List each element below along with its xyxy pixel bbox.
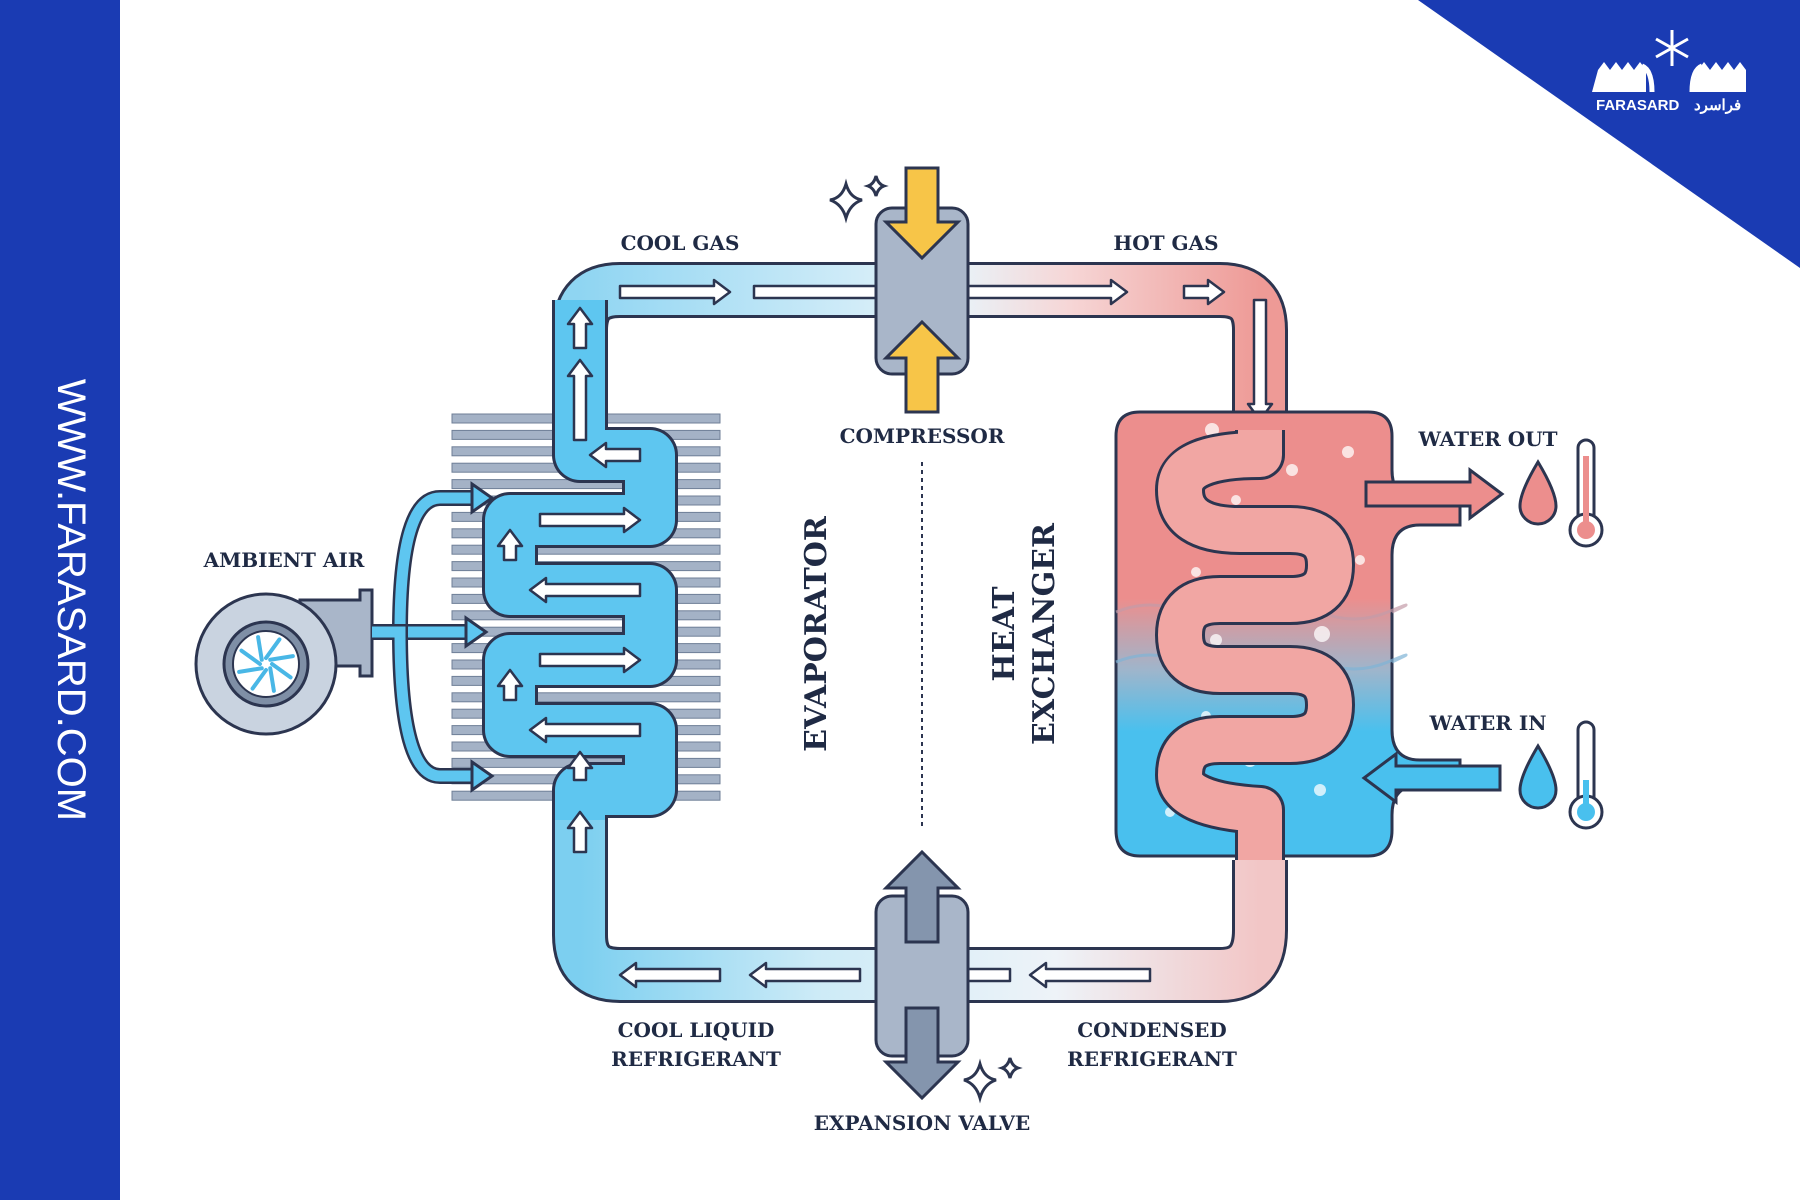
label-compressor: COMPRESSOR [840,424,1005,448]
sidebar-url: WWW.FARASARD.COM [49,379,93,821]
compressor-up-arrow-icon [882,319,962,414]
flow-arrow-icon [566,306,594,350]
label-condensed-2: REFRIGERANT [1067,1047,1237,1071]
air-arrow-icon [464,615,489,649]
heat-exchanger-coil [1155,430,1355,860]
bubble [1314,626,1330,642]
fan-blade [239,648,262,666]
valve-down-arrow-icon [882,1006,962,1101]
fan-blade [268,666,276,693]
bubble [1342,446,1354,458]
flow-arrow-icon [748,961,862,989]
bubble [1191,567,1201,577]
ambient-air-flow [372,481,495,793]
brand-name-fa: فراسرد [1694,97,1741,114]
compressor-down-arrow-icon [882,166,962,261]
flow-arrow-icon [528,716,642,744]
label-water-in: WATER IN [1429,711,1547,735]
valve-up-arrow-icon [882,849,962,944]
fan-blade [268,654,295,662]
flow-arrow-icon [950,278,1129,306]
flow-arrow-icon [528,576,642,604]
label-cool-liquid-2: REFRIGERANT [611,1047,781,1071]
cold-thermometer-icon [1568,720,1604,830]
label-cool-liquid-1: COOL LIQUID [618,1018,775,1042]
fan-blade [237,666,264,674]
brand-name: FARASARD [1596,97,1680,114]
fan-blade [270,662,293,680]
hot-thermometer-icon [1568,438,1604,548]
bubble [1286,464,1298,476]
ambient-air-fan [194,588,374,736]
expansion-valve [874,849,1023,1104]
flow-arrow-icon [618,278,732,306]
air-arrow-icon [470,481,495,515]
sparkle-icon [829,175,889,224]
fan-blade [256,635,264,662]
snowflake-icon [1655,30,1689,66]
sparkle-icon [963,1057,1023,1104]
sidebar-band [0,0,120,1200]
flow-arrow-icon [618,961,722,989]
bubble [1231,495,1241,505]
flow-arrow-icon [1182,278,1226,306]
fan-blades-icon [237,635,295,693]
water-out-arrow [1364,467,1505,521]
brand-corner [1418,0,1800,268]
fin [451,692,721,703]
cold-water-drop-icon [1518,743,1558,810]
label-evaporator: EVAPORATOR [799,515,834,752]
hot-water-drop-icon [1518,459,1558,526]
label-exchanger: EXCHANGER [1027,522,1062,745]
flow-arrow-icon [538,506,642,534]
bubble [1210,634,1222,646]
label-heat: HEAT [987,586,1022,682]
label-condensed-1: CONDENSED [1077,1018,1227,1042]
flow-arrow-icon [496,528,524,562]
flow-arrow-icon [496,668,524,702]
compressor [829,166,970,414]
label-water-out: WATER OUT [1417,427,1557,451]
water-in-arrow [1361,751,1502,805]
fan-blade [250,668,268,691]
bubble [1314,784,1326,796]
label-cool-gas: COOL GAS [621,231,740,255]
flow-arrow-icon [1028,961,1152,989]
fan-blade [264,637,282,660]
flow-arrow-icon [566,810,594,854]
flow-arrow-icon [538,646,642,674]
flow-arrow-icon [588,441,642,469]
flow-arrow-icon [566,358,594,442]
bubble [1355,555,1365,565]
air-arrow-icon [470,759,495,793]
label-hot-gas: HOT GAS [1113,231,1218,255]
label-expansion-valve: EXPANSION VALVE [814,1111,1031,1135]
brand-logo [1592,30,1746,93]
flow-arrow-icon [566,750,594,782]
label-ambient-air: AMBIENT AIR [203,548,365,572]
evaporator-coil [482,300,678,820]
